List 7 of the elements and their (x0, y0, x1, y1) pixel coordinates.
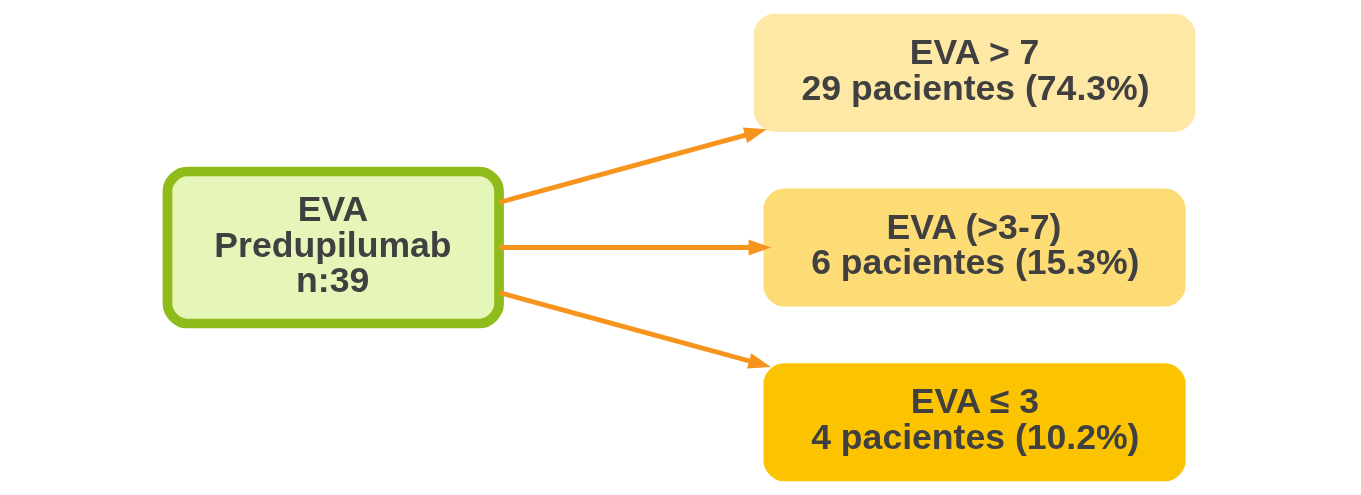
arrow (498, 127, 767, 205)
node-box: EVA ≤ 3 4 pacientes (10.2%) (763, 363, 1186, 482)
node-box: EVA > 7 29 pacientes (74.3%) (753, 13, 1195, 132)
node-box: EVA (>3-7) 6 pacientes (15.3%) (763, 188, 1186, 307)
node-box: EVA Predupilumab n:39 (162, 166, 504, 329)
arrow (498, 239, 771, 256)
arrow (498, 290, 771, 369)
